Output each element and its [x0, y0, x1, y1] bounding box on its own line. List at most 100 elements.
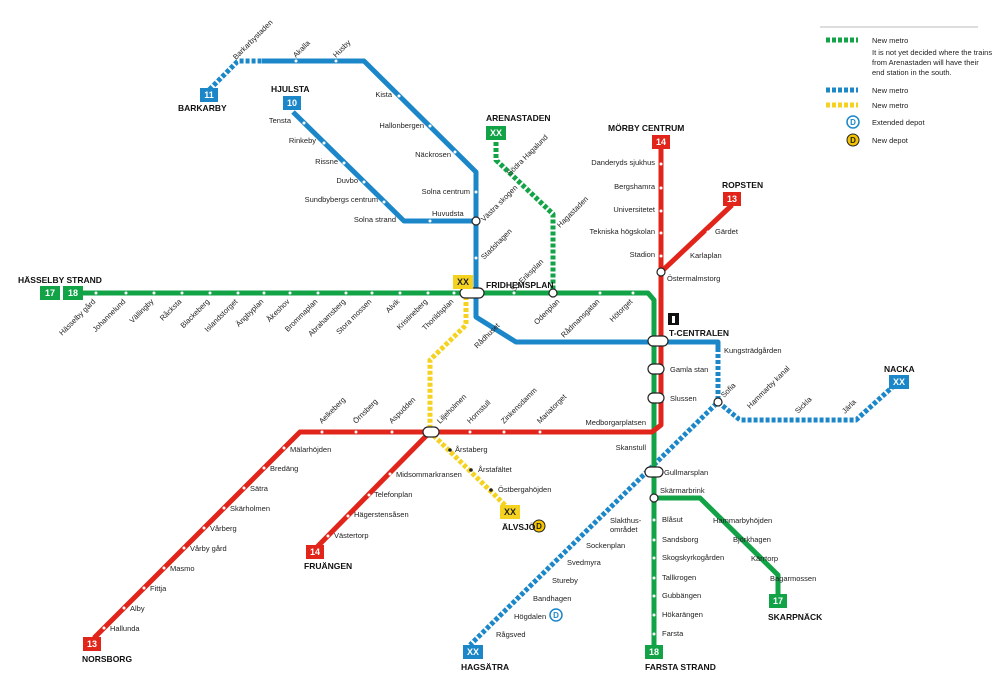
- terminal-skarpnack: SKARPNÄCK: [768, 612, 823, 622]
- liljeholmen-interchange[interactable]: [422, 426, 440, 438]
- legend-new-depot: New depot: [872, 136, 909, 145]
- station-label: Årstaberg: [455, 445, 488, 454]
- legend-yellow-label: New metro: [872, 101, 908, 110]
- station-label: Hötorget: [608, 296, 635, 323]
- svg-text:13: 13: [727, 194, 737, 204]
- station-label: Hornstull: [465, 398, 493, 426]
- terminal-nacka: NACKA: [884, 364, 915, 374]
- station-label: Östermalmstorg: [667, 274, 720, 283]
- station-label: Skogskyrkogården: [662, 553, 724, 562]
- station-label: Stureby: [552, 576, 578, 585]
- svg-text:XX: XX: [457, 277, 469, 287]
- terminal-hagsatra: HAGSÄTRA: [461, 662, 509, 672]
- svg-text:18: 18: [649, 647, 659, 657]
- svg-text:D: D: [536, 522, 542, 531]
- terminal-norsborg: NORSBORG: [82, 654, 132, 664]
- station-label: Aelkeberg: [317, 395, 347, 425]
- svg-text:13: 13: [87, 639, 97, 649]
- station-label: Odenplan: [532, 297, 561, 326]
- station-label: Farsta: [662, 629, 684, 638]
- svg-text:17: 17: [773, 596, 783, 606]
- station-label: Solna strand: [354, 215, 396, 224]
- gamla-stan-interchange[interactable]: [647, 363, 665, 375]
- station-label: Tensta: [269, 116, 292, 125]
- station-label: Hallunda: [110, 624, 140, 633]
- svg-text:D: D: [850, 136, 856, 145]
- gullmarsplan-interchange[interactable]: [644, 466, 664, 478]
- station-label: Telefonplan: [374, 490, 412, 499]
- new-depot-icon: [846, 133, 860, 147]
- blue-line-hjulsta: [291, 110, 476, 224]
- sofia-node[interactable]: [713, 397, 723, 407]
- station-label: Stadion: [630, 250, 655, 259]
- legend-green-note: from Arenastaden will have their: [872, 58, 979, 67]
- station-label: Universitetet: [613, 205, 656, 214]
- station-label: Tekniska högskolan: [590, 227, 655, 236]
- station-label: Slussen: [670, 394, 697, 403]
- svg-text:XX: XX: [490, 128, 502, 138]
- station-label: Zinkensdamm: [499, 386, 539, 426]
- terminal-arenastaden: ARENASTADEN: [486, 113, 551, 123]
- legend-green-note: end station in the south.: [872, 68, 952, 77]
- svg-text:17: 17: [45, 288, 55, 298]
- ostermalmstorg-node[interactable]: [656, 267, 666, 277]
- station-label: Råcksta: [158, 296, 184, 322]
- station-label: Hallonbergen: [379, 121, 424, 130]
- station-label: Hägerstensåsen: [354, 510, 409, 519]
- station-label: Vällingby: [128, 297, 156, 325]
- station-label: Mälarhöjden: [290, 445, 331, 454]
- station-label: Västertorp: [334, 531, 369, 540]
- terminal-hjulsta: HJULSTA: [271, 84, 310, 94]
- station-label: Hammarby kanal: [745, 364, 792, 411]
- slussen-interchange[interactable]: [647, 392, 665, 404]
- terminal-labels: BARKARBY HJULSTA HÄSSELBY STRAND ARENAST…: [18, 84, 915, 672]
- station-label: Stadshagen: [479, 227, 514, 262]
- station-label: Södra Hagalund: [505, 133, 550, 178]
- station-label: Bergshamra: [614, 182, 656, 191]
- station-label: Gullmarsplan: [664, 468, 708, 477]
- station-label: Medborgarplatsen: [586, 418, 646, 427]
- station-label: Sickla: [793, 394, 814, 415]
- red-line-ropsten: [659, 203, 734, 274]
- legend-green-note: It is not yet decided where the trains: [872, 48, 992, 57]
- badges: 11 10 XX 14 13 17 18 XX XX 14 13 XX XX 1…: [40, 88, 909, 659]
- station-label: Sofia: [719, 380, 738, 399]
- station-label: Gubbängen: [662, 591, 701, 600]
- station-label: området: [610, 525, 638, 534]
- hogdalen-depot-icon: [549, 608, 563, 622]
- station-label: Ängbyplan: [234, 297, 265, 328]
- station-label: Västra skogen: [479, 183, 519, 223]
- terminal-alvsjo: ÄLVSJÖ: [502, 522, 536, 532]
- station-label: Åkeshov: [265, 297, 292, 324]
- terminal-hasselby: HÄSSELBY STRAND: [18, 275, 102, 285]
- legend-green-label: New metro: [872, 36, 908, 45]
- station-label: Skärholmen: [230, 504, 270, 513]
- station-label: Högdalen: [514, 612, 546, 621]
- fridhemsplan-interchange[interactable]: [459, 287, 485, 299]
- station-label: Rågsved: [496, 630, 526, 639]
- vastra-skogen-node[interactable]: [471, 216, 481, 226]
- station-label: Alvik: [384, 297, 402, 315]
- station-label: Sätra: [250, 484, 269, 493]
- tcentralen-interchange[interactable]: [647, 335, 669, 347]
- station-label: Tallkrogen: [662, 573, 696, 582]
- station-label: Fittja: [150, 584, 167, 593]
- station-label: Blåsut: [662, 515, 684, 524]
- station-label: Järla: [840, 397, 858, 415]
- odenplan-node[interactable]: [548, 288, 558, 298]
- terminal-fruangen: FRUÄNGEN: [304, 561, 352, 571]
- svg-text:14: 14: [310, 547, 320, 557]
- skarmarbrink-node[interactable]: [649, 493, 659, 503]
- station-label: Hagastaden: [555, 194, 590, 229]
- svg-text:18: 18: [68, 288, 78, 298]
- station-label: Skanstull: [616, 443, 647, 452]
- legend-extended-depot: Extended depot: [872, 118, 925, 127]
- station-label: Akalla: [291, 38, 312, 59]
- terminal-fridhemsplan: FRIDHEMSPLAN: [486, 280, 554, 290]
- station-label: Vårby gård: [190, 544, 227, 553]
- terminal-ropsten: ROPSTEN: [722, 180, 763, 190]
- station-label: Duvbo: [336, 176, 358, 185]
- green-line-skarpnack: [654, 495, 781, 595]
- station-label: Bredäng: [270, 464, 298, 473]
